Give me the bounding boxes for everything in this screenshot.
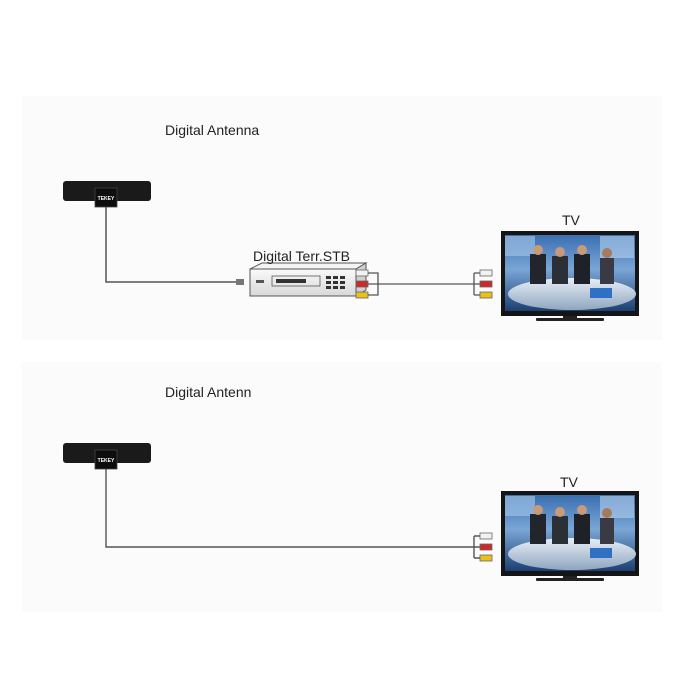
rca-connector-icon [355,269,379,299]
tv-label: TV [562,212,580,228]
coax-plug [236,279,244,285]
antenna-brand-text: TEKEY [98,196,115,202]
tv-label: TV [560,474,578,490]
stb-label: Digital Terr.STB [253,248,350,264]
antenna-cable [105,207,240,283]
antenna-label: Digital Antenn [165,384,252,400]
rca-connector-icon [479,269,493,299]
antenna-label: Digital Antenna [165,122,260,138]
set-top-box-icon [249,262,368,297]
tv-icon [501,491,639,581]
antenna-cable [105,469,480,559]
antenna-icon: TEKEY [63,443,151,470]
rca-connector-icon [479,532,493,562]
antenna-icon: TEKEY [63,181,151,208]
av-cable [378,272,480,296]
tv-icon [501,231,639,321]
antenna-brand-text: TEKEY [98,458,115,464]
